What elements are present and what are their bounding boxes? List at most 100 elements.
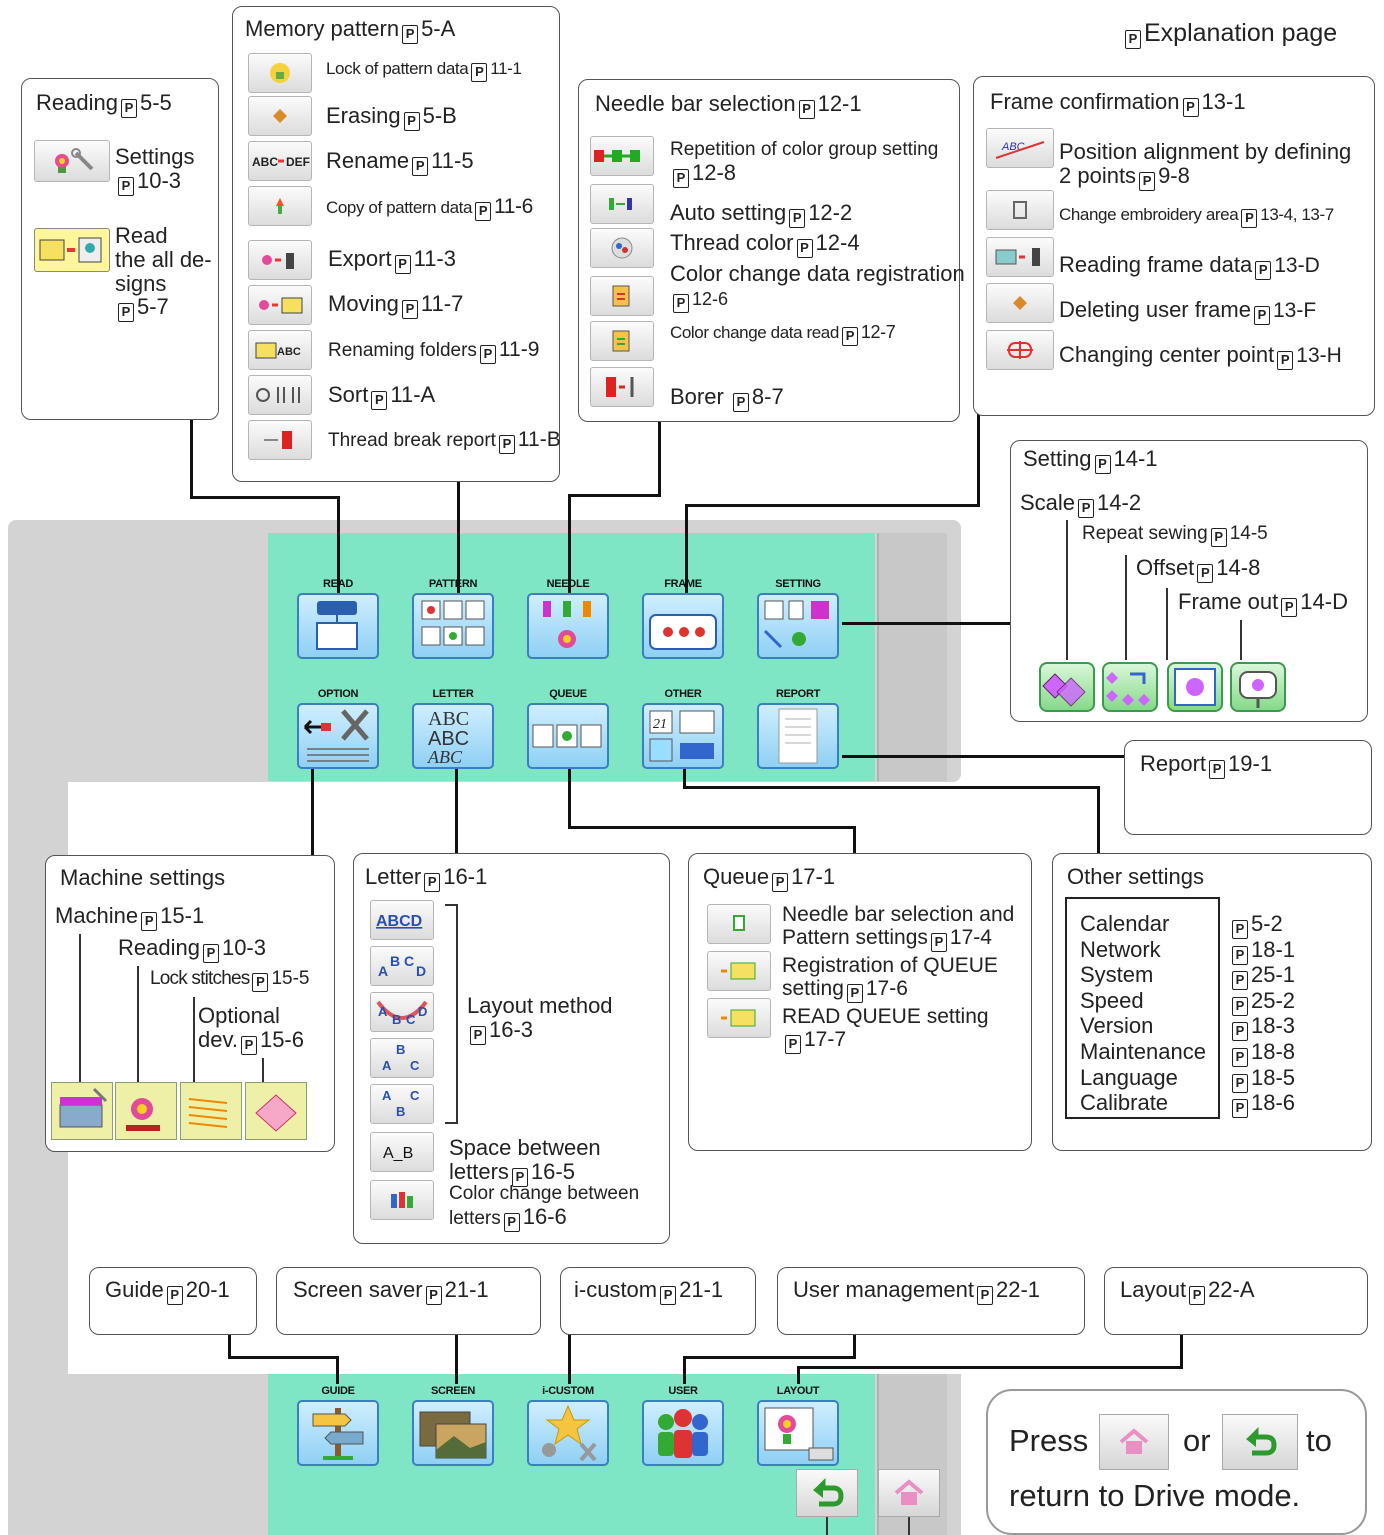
guide-menu-button[interactable] (297, 1400, 379, 1466)
offset-button[interactable] (1167, 662, 1223, 712)
frame-out-button[interactable] (1230, 662, 1286, 712)
user-menu-button[interactable] (642, 1400, 724, 1466)
page-ref-icon: P (1232, 945, 1248, 965)
menu-label-frame: FRAME (664, 578, 702, 590)
reading-frame-data-button[interactable] (986, 237, 1054, 277)
moving-button[interactable] (248, 285, 312, 325)
read-all-designs-button[interactable] (34, 228, 110, 272)
position-alignment-button[interactable]: ABC (986, 128, 1054, 168)
other-settings-box (1052, 853, 1372, 1151)
offset-icon (1174, 668, 1216, 706)
back-button[interactable] (796, 1469, 858, 1517)
copy-pattern-button[interactable] (248, 186, 312, 226)
icustom-menu-button[interactable] (527, 1400, 609, 1466)
leader-optional (262, 1058, 264, 1082)
report-menu-button[interactable] (757, 703, 839, 769)
frame-menu-button[interactable] (642, 593, 724, 659)
svg-text:C: C (410, 1088, 420, 1103)
back-arrow-icon (813, 1477, 844, 1507)
optional-device-button[interactable] (245, 1082, 307, 1140)
color-change-read-button[interactable] (590, 321, 654, 361)
reading-settings-button[interactable] (34, 140, 110, 182)
connector-needle-v1 (658, 420, 661, 496)
queue-needle-settings-button[interactable] (707, 904, 771, 944)
read-menu-button[interactable] (297, 593, 379, 659)
color-letters-icon (391, 1192, 413, 1208)
layout-icon (764, 1407, 834, 1461)
needle-menu-button[interactable] (527, 593, 609, 659)
connector-layout-v2 (797, 1366, 800, 1384)
repeat-sewing-button[interactable] (1102, 662, 1158, 712)
deleting-user-frame-button[interactable] (986, 283, 1054, 323)
other-settings-item: Calendar (1080, 911, 1170, 936)
lock-stitches-button[interactable] (180, 1082, 242, 1140)
export-button[interactable] (248, 240, 312, 280)
read-queue-button[interactable] (707, 998, 771, 1038)
svg-text:A: A (378, 963, 388, 979)
page-ref-icon: P (1232, 1073, 1248, 1093)
leader-repeat (1125, 555, 1127, 660)
screen-menu-button[interactable] (412, 1400, 494, 1466)
option-menu-button[interactable] (297, 703, 379, 769)
svg-text:ABC: ABC (428, 708, 469, 730)
leader-scale (1066, 520, 1068, 660)
setting-menu-button[interactable] (757, 593, 839, 659)
other-menu-button[interactable]: 21 (642, 703, 724, 769)
svg-text:B: B (392, 1012, 401, 1027)
scale-button[interactable] (1039, 662, 1095, 712)
erasing-button[interactable] (248, 96, 312, 136)
screen-saver-icon (419, 1411, 487, 1459)
connector-user-v (853, 1334, 856, 1358)
page-ref-icon: P (1232, 971, 1248, 991)
auto-setting-button[interactable] (590, 184, 654, 224)
svg-text:ABC: ABC (428, 728, 469, 750)
space-between-letters-button[interactable]: A_B (370, 1132, 434, 1172)
queue-menu-button[interactable] (527, 703, 609, 769)
layout-menu-button[interactable] (757, 1400, 839, 1466)
pattern-menu-button[interactable] (412, 593, 494, 659)
scale-icon (1042, 673, 1086, 707)
machine-reading-button[interactable] (115, 1082, 177, 1140)
needle-icon (543, 601, 591, 648)
repetition-color-group-button[interactable] (590, 136, 654, 176)
other-settings-item: Network (1080, 936, 1161, 962)
layout-straight-button[interactable]: ABCD (370, 900, 434, 940)
renaming-folders-button[interactable]: ABC (248, 330, 312, 370)
changing-center-point-button[interactable] (986, 330, 1054, 370)
svg-text:C: C (406, 1012, 416, 1027)
change-embroidery-area-button[interactable] (986, 190, 1054, 230)
lock-pattern-button[interactable] (248, 53, 312, 93)
thread-break-report-button[interactable] (248, 420, 312, 460)
page-ref-icon: P (1232, 1022, 1248, 1042)
color-change-registration-button[interactable] (590, 276, 654, 316)
thread-color-button[interactable] (590, 228, 654, 268)
color-change-letters-button[interactable] (370, 1180, 434, 1220)
svg-text:A: A (378, 1004, 388, 1019)
menu-label-setting: SETTING (775, 578, 821, 590)
flower-icon (126, 1098, 160, 1131)
machine-button[interactable] (51, 1082, 113, 1140)
sort-button[interactable] (248, 375, 312, 415)
leader-reading (137, 966, 139, 1082)
press-note-box (986, 1389, 1367, 1535)
frame-read-icon (995, 248, 1040, 266)
borer-button[interactable] (590, 367, 654, 407)
connector-other-v2 (1097, 786, 1100, 854)
svg-text:C: C (410, 1058, 420, 1073)
queue-registration-button[interactable] (707, 951, 771, 991)
connector-home (908, 1515, 910, 1535)
home-button[interactable] (878, 1469, 940, 1517)
